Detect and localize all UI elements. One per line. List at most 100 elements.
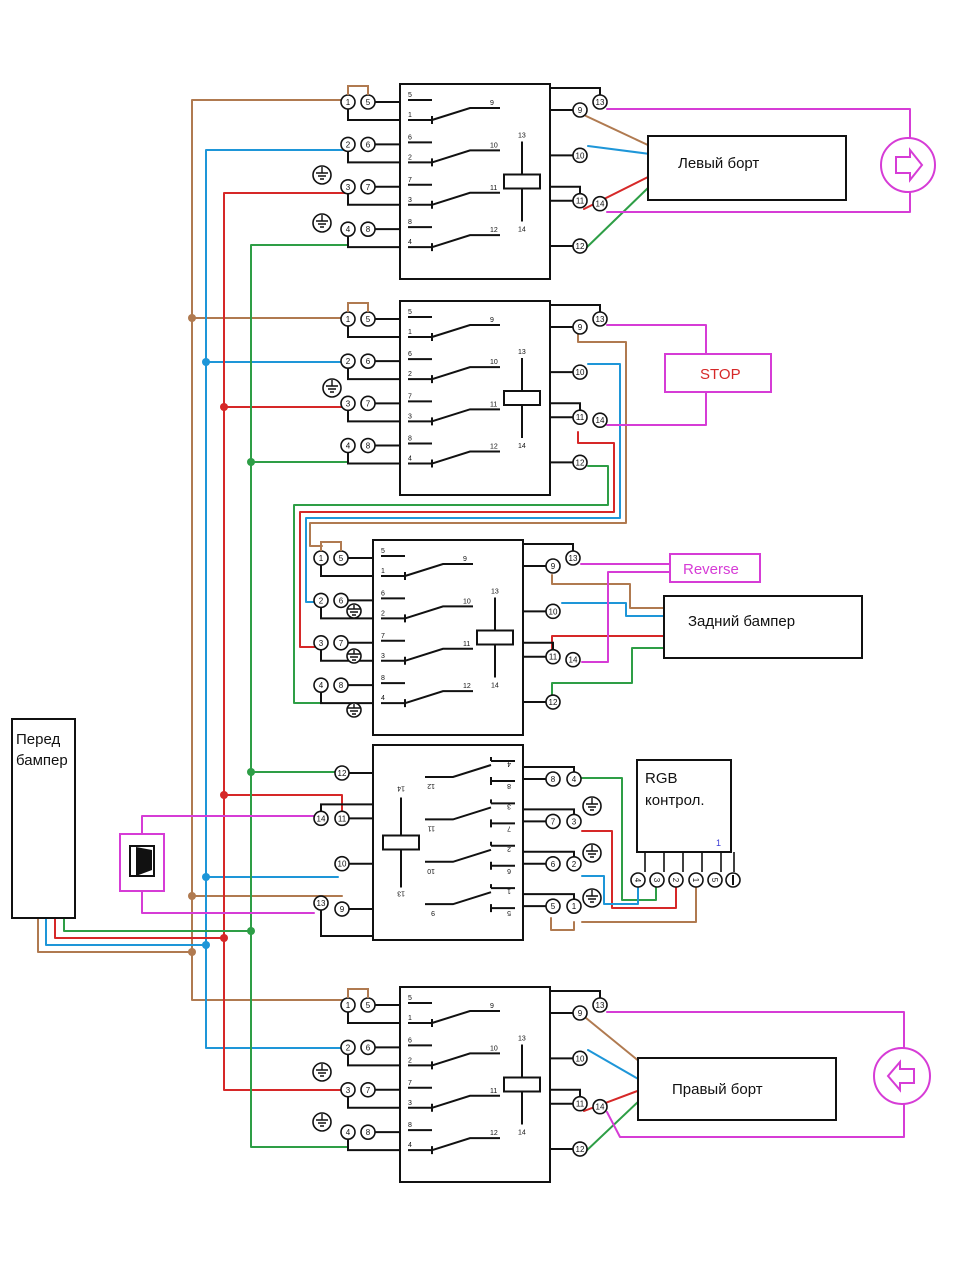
- stop-label: STOP: [700, 366, 741, 383]
- ground-icon: [312, 1112, 332, 1132]
- terminal-pin: 12: [334, 765, 350, 781]
- junction-dot: [220, 403, 228, 411]
- svg-text:3: 3: [346, 399, 351, 408]
- svg-text:8: 8: [339, 681, 344, 690]
- svg-text:2: 2: [346, 357, 351, 366]
- terminal-pin: 13: [565, 550, 581, 566]
- ground-icon: [346, 603, 362, 619]
- svg-text:8: 8: [408, 436, 412, 443]
- svg-text:5: 5: [408, 309, 412, 316]
- brown-wire: [550, 917, 575, 931]
- svg-text:12: 12: [490, 444, 498, 451]
- ground-symbols: [312, 165, 602, 1132]
- svg-text:6: 6: [366, 1043, 371, 1052]
- terminal-pin: 6: [333, 592, 349, 609]
- green-wire: [63, 244, 348, 1148]
- terminal-pin: 14: [592, 1098, 608, 1115]
- svg-text:1: 1: [691, 878, 700, 883]
- svg-text:8: 8: [408, 1122, 412, 1129]
- terminal-pin: 11: [572, 409, 588, 426]
- terminal-pin: 13: [592, 997, 608, 1013]
- svg-text:8: 8: [366, 1128, 371, 1137]
- svg-text:5: 5: [408, 995, 412, 1002]
- svg-text:3: 3: [319, 639, 324, 648]
- terminal-pin: 4: [340, 221, 356, 237]
- terminal-pin: 11: [545, 648, 561, 665]
- terminal-pin: 7: [360, 1081, 376, 1098]
- svg-text:12: 12: [463, 683, 471, 690]
- svg-text:5: 5: [710, 878, 719, 883]
- svg-text:6: 6: [366, 357, 371, 366]
- svg-text:12: 12: [490, 227, 498, 234]
- svg-text:3: 3: [408, 1100, 412, 1107]
- svg-text:14: 14: [397, 785, 405, 792]
- ground-icon: [346, 702, 362, 718]
- terminal-pin: 2: [340, 136, 356, 153]
- junction-dot: [202, 873, 210, 881]
- green-wire: [293, 465, 609, 704]
- svg-text:8: 8: [507, 782, 511, 789]
- junction-dot: [247, 458, 255, 466]
- svg-text:5: 5: [366, 315, 371, 324]
- svg-text:5: 5: [366, 98, 371, 107]
- terminal-pin: 7: [360, 395, 376, 412]
- svg-text:12: 12: [549, 698, 558, 707]
- svg-text:14: 14: [518, 1130, 526, 1137]
- blue-wire: [45, 149, 348, 1049]
- junction-dot: [220, 791, 228, 799]
- svg-text:9: 9: [578, 1009, 583, 1018]
- svg-text:11: 11: [576, 413, 585, 422]
- terminal-pin: 12: [545, 694, 561, 710]
- svg-text:7: 7: [408, 1080, 412, 1087]
- svg-text:5: 5: [408, 92, 412, 99]
- svg-text:14: 14: [596, 416, 605, 425]
- svg-text:13: 13: [397, 890, 405, 897]
- reverse-label: Reverse: [683, 561, 739, 578]
- svg-text:1: 1: [408, 329, 412, 336]
- svg-text:4: 4: [408, 1142, 412, 1149]
- svg-text:4: 4: [346, 225, 351, 234]
- blue-wire: [587, 1049, 641, 1081]
- svg-text:14: 14: [317, 814, 326, 823]
- terminal-pin: 4: [313, 677, 329, 693]
- green-wire: [583, 1099, 641, 1154]
- terminal-pin: 10: [545, 603, 561, 620]
- magenta-wire: [606, 108, 911, 213]
- terminal-pin: 3: [340, 178, 356, 195]
- svg-text:12: 12: [427, 782, 435, 789]
- terminal-pin: 14: [313, 810, 329, 827]
- green-wire: [583, 185, 651, 251]
- terminal-pin: 11: [572, 192, 588, 209]
- front-bumper-label-1: Перед: [16, 731, 60, 748]
- svg-text:6: 6: [551, 860, 556, 869]
- svg-text:10: 10: [490, 359, 498, 366]
- terminal-pin: 5: [360, 311, 376, 327]
- svg-text:7: 7: [366, 183, 371, 192]
- svg-text:13: 13: [596, 98, 605, 107]
- svg-text:7: 7: [366, 1086, 371, 1095]
- ground-icon: [312, 1062, 332, 1082]
- svg-text:8: 8: [408, 219, 412, 226]
- svg-text:12: 12: [338, 769, 347, 778]
- green-wire: [581, 777, 657, 901]
- junction-dots: [188, 314, 255, 956]
- terminal-pin: 12: [572, 454, 588, 471]
- svg-text:2: 2: [408, 1057, 412, 1064]
- terminal-pin: 10: [572, 147, 588, 164]
- ground-icon: [582, 843, 602, 863]
- svg-text:9: 9: [463, 556, 467, 563]
- svg-text:5: 5: [551, 902, 556, 911]
- terminal-pin: 1: [566, 898, 582, 914]
- svg-text:4: 4: [408, 456, 412, 463]
- svg-text:2: 2: [346, 1043, 351, 1052]
- svg-text:1: 1: [507, 887, 511, 894]
- terminal-pin: 3: [340, 1081, 356, 1098]
- svg-text:10: 10: [463, 598, 471, 605]
- left-turn-indicator-icon: [880, 137, 936, 193]
- terminal-pin: 13: [592, 311, 608, 327]
- svg-text:14: 14: [518, 443, 526, 450]
- svg-text:11: 11: [490, 1088, 497, 1095]
- svg-text:6: 6: [408, 351, 412, 358]
